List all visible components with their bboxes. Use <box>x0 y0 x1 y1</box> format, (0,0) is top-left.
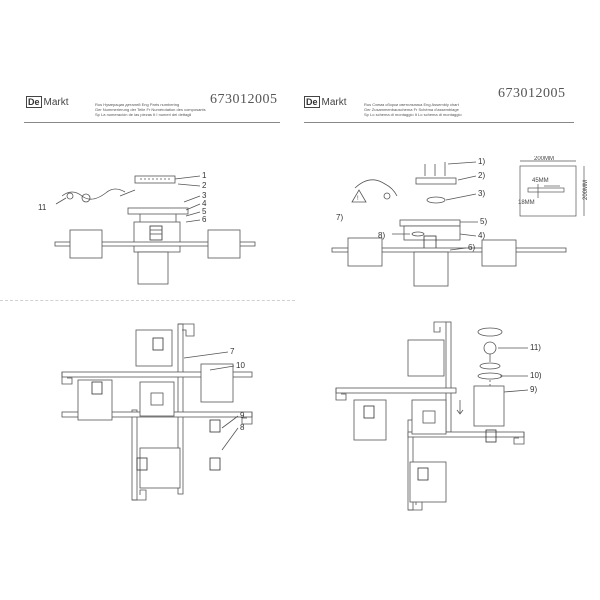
right-callout-5: 5) <box>480 217 487 226</box>
right-header-block: Rus Схема сборки светильника Eng Assembl… <box>364 102 462 117</box>
right-header-line: Rus Схема сборки светильника Eng Assembl… <box>364 102 459 107</box>
right-callout-3: 3) <box>478 189 485 198</box>
left-brand-box: De <box>26 96 42 108</box>
left-brand-logo: De Markt <box>26 96 69 108</box>
dimension-45mm: 45MM <box>532 178 549 184</box>
left-callout-2: 2 <box>202 181 207 190</box>
left-header-rule <box>24 122 280 123</box>
left-callout-4: 4 <box>202 199 207 208</box>
left-callout-7: 7 <box>230 347 235 356</box>
right-header-line: Sp Lo schema di montaggio It Lo schema d… <box>364 112 462 117</box>
svg-text:!: ! <box>357 196 359 202</box>
left-top-view-diagram: 7 10 9 8 <box>61 323 253 501</box>
right-callout-7: 7) <box>336 213 343 222</box>
left-product-code: 673012005 <box>210 92 278 107</box>
left-callout-11: 11 <box>38 203 47 212</box>
right-header-rule <box>304 122 574 123</box>
right-callout-10: 10) <box>530 371 542 380</box>
right-callout-6: 6) <box>468 243 475 252</box>
left-parts-diagram: 1 2 3 4 5 6 11 <box>38 171 256 285</box>
right-callout-9: 9) <box>530 385 537 394</box>
right-dimension-diagram: 200MM 200MM 45MM 18MM <box>518 156 589 217</box>
dimension-18mm: 18MM <box>518 200 535 206</box>
right-brand-box: De <box>304 96 320 108</box>
left-callout-5: 5 <box>202 207 207 216</box>
right-callout-11: 11) <box>530 343 541 352</box>
right-sheet: De Markt 673012005 Rus Схема сборки свет… <box>300 60 600 540</box>
left-callout-8: 8 <box>240 423 245 432</box>
left-callout-9: 9 <box>240 411 245 420</box>
right-callout-1: 1) <box>478 157 485 166</box>
left-callout-10: 10 <box>236 361 245 370</box>
right-brand-logo: De Markt <box>304 96 347 108</box>
left-brand-text: Markt <box>43 96 69 108</box>
right-header-line: Ger Zusammenbauschema Fr Schéma d'assemb… <box>364 107 459 112</box>
dimension-width: 200MM <box>534 156 554 162</box>
right-top-view-diagram: 11) 10) 9) <box>335 321 542 511</box>
left-header-block: Rus Нумерация деталей Eng Parts numberin… <box>95 102 206 117</box>
right-assembly-diagram: ! 1) 2) 3) 7) 8) 4) 5) 6) <box>331 157 567 287</box>
left-sheet-fold <box>0 300 295 301</box>
left-header-line: Sp La numeración de las piezas It I nume… <box>95 112 192 117</box>
right-product-code: 673012005 <box>498 86 566 101</box>
left-callout-3: 3 <box>202 191 207 200</box>
left-header-line: Ger Nummerierung der Teile Fr Numérotati… <box>95 107 206 112</box>
right-brand-text: Markt <box>321 96 347 108</box>
left-header-line: Rus Нумерация деталей Eng Parts numberin… <box>95 102 180 107</box>
right-callout-8: 8) <box>378 231 385 240</box>
right-callout-4: 4) <box>478 231 485 240</box>
dimension-height: 200MM <box>583 180 589 200</box>
right-callout-2: 2) <box>478 171 485 180</box>
left-callout-1: 1 <box>202 171 207 180</box>
left-callout-6: 6 <box>202 215 207 224</box>
